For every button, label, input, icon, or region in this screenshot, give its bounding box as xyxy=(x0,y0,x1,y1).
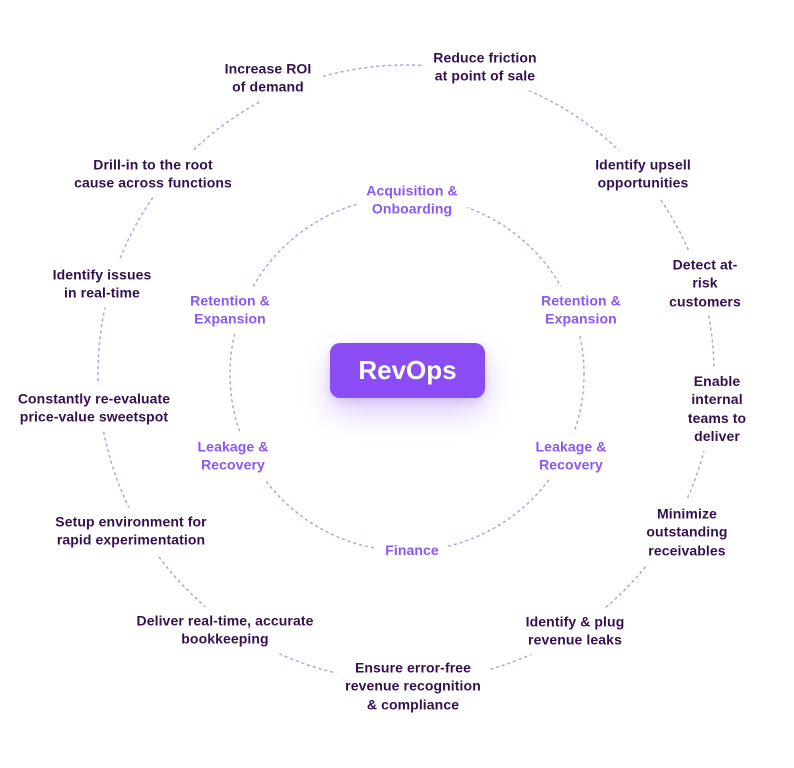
outer-label-setup-environment-for-rapid-experimentation: Setup environment for rapid experimentat… xyxy=(46,507,216,555)
outer-label-identify-and-plug-revenue-leaks: Identify & plug revenue leaks xyxy=(516,607,634,655)
inner-label-acquisition-onboarding: Acquisition & Onboarding xyxy=(357,176,467,224)
revops-center-badge: RevOps xyxy=(330,343,485,398)
inner-label-retention-expansion-right: Retention & Expansion xyxy=(532,286,630,334)
outer-label-reduce-friction-at-point-of-sale: Reduce friction at point of sale xyxy=(424,43,546,91)
outer-label-deliver-real-time-accurate-bookkeeping: Deliver real-time, accurate bookkeeping xyxy=(127,606,323,654)
inner-label-leakage-recovery-left: Leakage & Recovery xyxy=(188,432,278,480)
outer-label-enable-internal-teams-to-deliver: Enable internal teams to deliver xyxy=(678,367,756,451)
outer-label-drill-in-to-the-root-cause: Drill-in to the root cause across functi… xyxy=(65,150,241,198)
inner-label-retention-expansion-left: Retention & Expansion xyxy=(181,286,279,334)
inner-label-leakage-recovery-right: Leakage & Recovery xyxy=(526,432,616,480)
outer-label-detect-at-risk-customers: Detect at-risk customers xyxy=(660,250,750,316)
outer-label-minimize-outstanding-receivables: Minimize outstanding receivables xyxy=(633,499,741,565)
outer-label-identify-issues-in-real-time: Identify issues in real-time xyxy=(43,260,161,308)
outer-label-identify-upsell-opportunities: Identify upsell opportunities xyxy=(586,150,700,198)
inner-label-finance: Finance xyxy=(376,535,448,565)
outer-label-constantly-re-evaluate-price-value-sweetspot: Constantly re-evaluate price-value sweet… xyxy=(8,384,180,432)
outer-label-ensure-error-free-revenue-recognition: Ensure error-free revenue recognition & … xyxy=(336,653,490,719)
outer-label-increase-roi-of-demand: Increase ROI of demand xyxy=(215,54,321,102)
